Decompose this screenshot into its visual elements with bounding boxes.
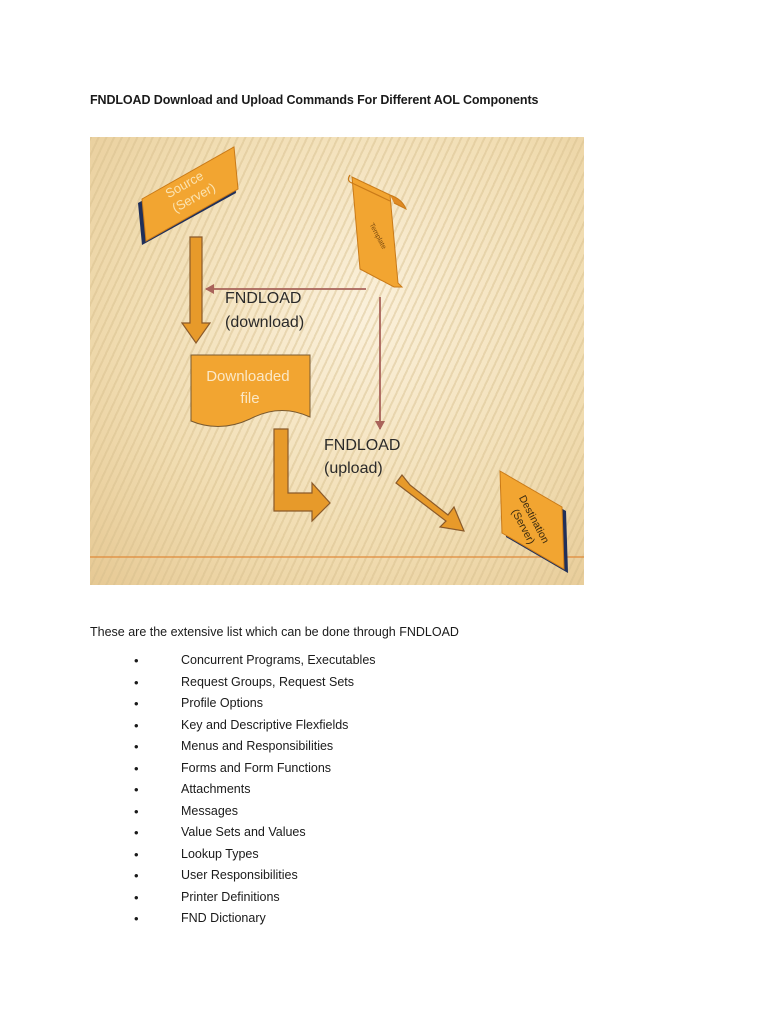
list-item-label: Lookup Types <box>181 846 259 861</box>
bullet-icon: • <box>134 825 139 840</box>
file-label-line2: file <box>240 390 259 407</box>
list-item-label: FND Dictionary <box>181 911 266 925</box>
list-item-label: Profile Options <box>181 696 263 710</box>
list-item-label: Concurrent Programs, Executables <box>181 653 376 667</box>
list-item-label: Key and Descriptive Flexfields <box>181 717 349 732</box>
bullet-icon: • <box>134 674 139 690</box>
bullet-icon: • <box>134 760 139 776</box>
svg-text:Downloaded file: Downloaded file <box>206 368 294 407</box>
downloaded-file-box: Downloaded file <box>190 354 311 427</box>
bullet-icon: • <box>134 717 139 733</box>
page-title: FNDLOAD Download and Upload Commands For… <box>90 93 539 107</box>
list-item-label: Messages <box>181 803 238 818</box>
download-label-line2: (download) <box>225 314 304 331</box>
destination-server-box: Destination (Server) <box>499 470 568 573</box>
file-label-line1: Downloaded <box>206 368 289 385</box>
upload-label-line1: FNDLOAD <box>324 437 400 454</box>
fndload-diagram: Source (Server) Template FNDLOAD (downlo… <box>90 137 584 585</box>
list-item-label: Menus and Responsibilities <box>181 739 334 753</box>
list-item-label: User Responsibilities <box>181 868 298 882</box>
upload-label-line2: (upload) <box>324 460 383 477</box>
bullet-icon: • <box>134 889 139 905</box>
bullet-icon: • <box>134 846 139 862</box>
bullet-icon: • <box>134 868 139 883</box>
list-item-label: Attachments <box>181 782 251 796</box>
bullet-icon: • <box>134 653 139 668</box>
bullet-icon: • <box>134 782 139 797</box>
list-item-label: Request Groups, Request Sets <box>181 674 355 689</box>
intro-text: These are the extensive list which can b… <box>90 625 459 639</box>
svg-text:FNDLOAD (download): FNDLOAD (download) <box>225 290 306 331</box>
template-scroll: Template <box>347 174 407 288</box>
bullet-icon: • <box>134 696 139 711</box>
bullet-icon: • <box>134 739 139 754</box>
diagram-canvas: Source (Server) Template FNDLOAD (downlo… <box>90 146 584 573</box>
bullet-icon: • <box>134 911 139 926</box>
list-item-label: Forms and Form Functions <box>181 760 332 775</box>
destination-diagonal-arrow <box>395 474 465 532</box>
svg-text:FNDLOAD (upload): FNDLOAD (upload) <box>324 437 405 477</box>
source-server-box: Source (Server) <box>138 146 239 245</box>
upload-l-arrow <box>273 428 331 523</box>
download-label-line1: FNDLOAD <box>225 290 301 307</box>
list-item-label: Value Sets and Values <box>181 825 306 839</box>
bullet-icon: • <box>134 803 139 819</box>
list-item-label: Printer Definitions <box>181 889 280 904</box>
download-down-arrow <box>180 236 212 345</box>
